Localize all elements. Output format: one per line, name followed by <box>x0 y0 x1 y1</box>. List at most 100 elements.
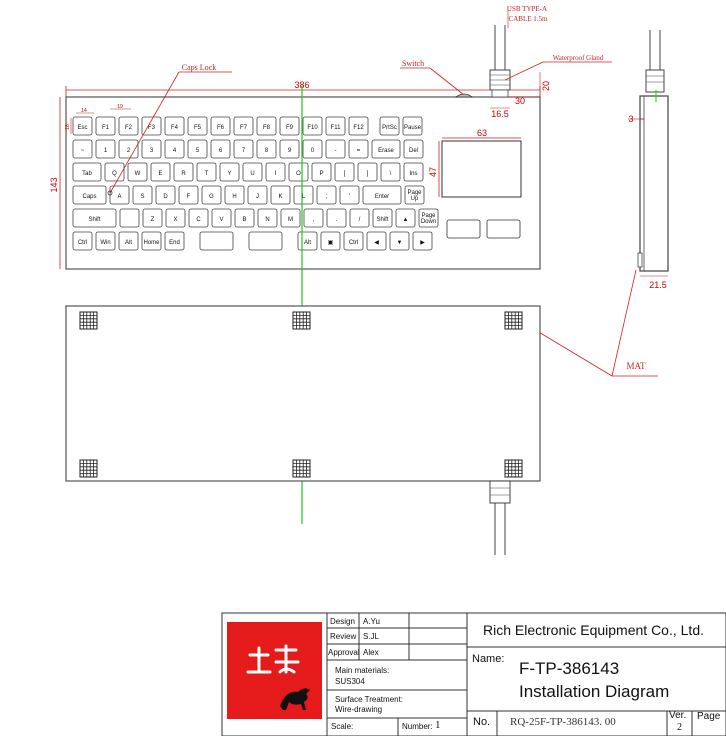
key-label: B <box>242 217 246 223</box>
key: R <box>173 162 194 182</box>
key: 9 <box>279 139 300 159</box>
key-label: E <box>158 171 162 177</box>
key: \ <box>380 162 401 182</box>
key-label: ▣ <box>328 240 334 246</box>
key-label: 5 <box>196 148 200 154</box>
key-label: F5 <box>194 125 202 131</box>
key: Ctrl <box>72 231 93 251</box>
page-label: Page <box>697 711 721 722</box>
waterproof-gland-bottom <box>489 480 511 504</box>
key-cap <box>248 231 283 251</box>
key: , <box>303 208 324 228</box>
company-logo <box>227 622 322 719</box>
key-cap <box>188 208 209 228</box>
key-cap <box>418 208 439 228</box>
model-number: F-TP-386143 <box>519 659 620 678</box>
document-number: RQ-25F-TP-386143. 00 <box>510 716 616 728</box>
key-label: U <box>250 171 254 177</box>
key-label: Page <box>421 213 436 219</box>
key-label: A <box>117 194 121 200</box>
key-cap <box>119 208 140 228</box>
key-label: S <box>140 194 144 200</box>
key: S <box>132 185 153 205</box>
key: X <box>165 208 186 228</box>
key: ] <box>357 162 378 182</box>
key-label: Down <box>421 219 436 225</box>
key: F4 <box>164 116 185 136</box>
key-cap <box>389 231 410 251</box>
key-cap <box>349 208 370 228</box>
key: V <box>211 208 232 228</box>
key-cap <box>348 139 369 159</box>
key: F2 <box>118 116 139 136</box>
key: Y <box>219 162 240 182</box>
key: End <box>164 231 185 251</box>
key: M <box>280 208 301 228</box>
key-cap <box>72 231 93 251</box>
scale-label: Scale: <box>331 722 354 731</box>
key-cap <box>72 208 117 228</box>
key-cap <box>219 162 240 182</box>
key-cap <box>380 162 401 182</box>
key-label: H <box>232 194 236 200</box>
key-cap <box>72 116 93 136</box>
key-label: K <box>278 194 282 200</box>
key-label: F4 <box>171 125 179 131</box>
rubber-foot <box>504 459 523 478</box>
key-label: Win <box>100 240 110 246</box>
key-label: R <box>181 171 186 177</box>
key-cap <box>118 116 139 136</box>
key: Ins <box>403 162 424 182</box>
key-label: ~ <box>81 148 85 154</box>
key-label: Home <box>143 240 160 246</box>
key-label: - <box>335 148 337 154</box>
rubber-feet <box>79 311 523 478</box>
key: T <box>196 162 217 182</box>
document-title: Installation Diagram <box>519 682 670 701</box>
key: L <box>293 185 314 205</box>
key-label: Erase <box>378 148 394 154</box>
key-cap <box>256 139 277 159</box>
key: ' <box>339 185 360 205</box>
title-block-frame <box>221 612 726 736</box>
key-cap <box>141 231 162 251</box>
key: ◀ <box>366 231 387 251</box>
key: N <box>257 208 278 228</box>
material-value: SUS304 <box>335 677 365 686</box>
key: F9 <box>279 116 300 136</box>
key-cap <box>412 231 433 251</box>
key-cap <box>210 139 231 159</box>
key: ▲ <box>395 208 416 228</box>
key-label: D <box>163 194 168 200</box>
material-label: Main materials: <box>335 666 390 675</box>
key-label: T <box>205 171 209 177</box>
key: A <box>109 185 130 205</box>
key-label: \ <box>390 171 392 177</box>
key-label: ▲ <box>403 217 409 223</box>
key-cap <box>118 231 139 251</box>
key <box>248 231 283 251</box>
key: Erase <box>371 139 401 159</box>
key-label: ◀ <box>374 240 379 246</box>
key-cap <box>164 116 185 136</box>
key-cap <box>343 231 364 251</box>
key-label: C <box>196 217 201 223</box>
key-label: Ctrl <box>78 240 87 246</box>
key: 7 <box>233 139 254 159</box>
key-label: Enter <box>375 194 389 200</box>
side-depth-dimension: 21.5 <box>649 280 667 290</box>
key: F12 <box>348 116 369 136</box>
design-label: Design <box>330 617 355 626</box>
key-cap <box>242 162 263 182</box>
key-label: ▶ <box>420 240 425 246</box>
mat-label: MAT <box>626 361 646 371</box>
touchpad <box>441 140 522 198</box>
key-label: F10 <box>307 125 318 131</box>
number-label: Number: <box>402 722 433 731</box>
key-label: Up <box>411 196 419 202</box>
key: F7 <box>233 116 254 136</box>
key: ▣ <box>320 231 341 251</box>
key-label: ▼ <box>397 240 403 246</box>
